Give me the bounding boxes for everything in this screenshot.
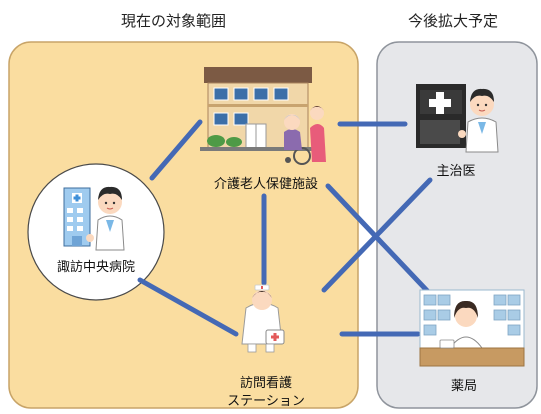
hospital-building-icon — [63, 187, 91, 247]
wheelchair-elder-icon — [284, 106, 326, 165]
current-scope-header: 現在の対象範囲 — [121, 12, 227, 30]
future-expansion-header: 今後拡大予定 — [408, 12, 499, 30]
hospital-circle — [27, 163, 165, 301]
visiting-nurse-label-line2: ステーション — [227, 394, 305, 409]
attending-doctor-label: 主治医 — [436, 164, 476, 179]
visiting-nurse-label-line1: 訪問看護 — [239, 376, 292, 391]
doctor-at-screen-icon — [416, 84, 499, 153]
care-facility-label: 介護老人保健施設 — [213, 177, 318, 192]
connectors — [137, 119, 437, 337]
link-hospital-nurse — [137, 277, 239, 337]
link-nurse-doctor — [321, 177, 433, 293]
link-hospital-care — [149, 119, 203, 181]
hospital-label: 諏訪中央病院 — [56, 260, 135, 275]
pharmacy-label: 薬局 — [450, 379, 477, 394]
link-care-pharmacy — [325, 183, 437, 301]
doctor-icon — [86, 186, 125, 251]
nurse-icon — [241, 284, 285, 353]
pharmacist-icon — [419, 289, 525, 367]
